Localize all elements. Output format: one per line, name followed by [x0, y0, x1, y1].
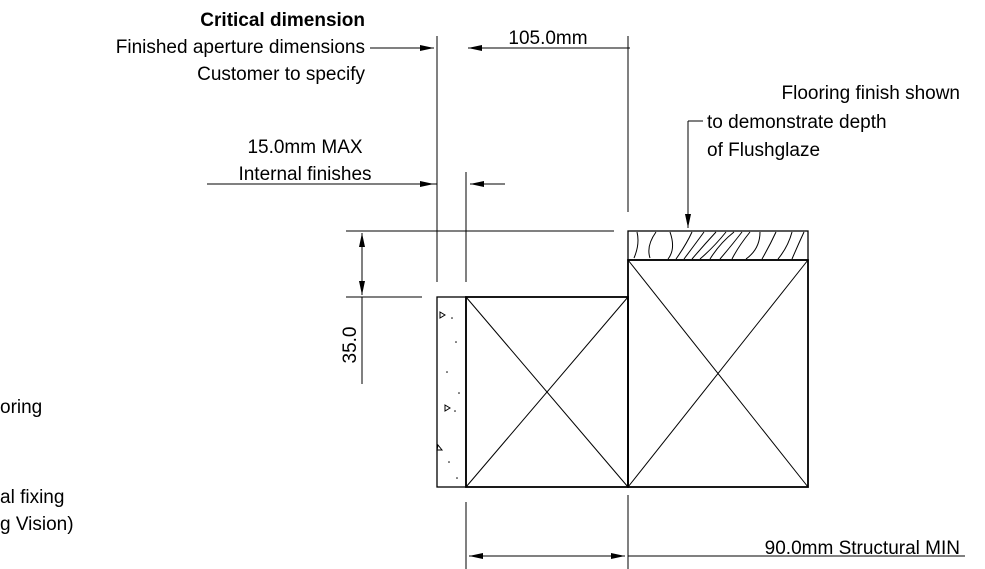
- left-cut-text-3: g Vision): [0, 514, 74, 535]
- internal-finish-strip: [436, 296, 467, 488]
- aperture-dimension: [370, 36, 630, 282]
- internal-finishes-label: Internal finishes: [238, 164, 371, 185]
- left-cut-text-1: oring: [0, 397, 42, 418]
- left-cut-text-2: al fixing: [0, 487, 64, 508]
- flooring-note-line2: to demonstrate depth: [707, 112, 887, 133]
- flooring-note-line1: Flooring finish shown: [782, 83, 960, 104]
- aperture-dimension-label: 105.0mm: [508, 28, 587, 49]
- depth-dimension-label: 35.0: [340, 327, 361, 364]
- depth-dimension: [346, 230, 614, 384]
- structural-block-left: [465, 296, 629, 488]
- structural-block-right: [627, 259, 809, 488]
- flooring-leader: [685, 120, 703, 228]
- critical-dimension-line1: Finished aperture dimensions: [116, 37, 365, 58]
- internal-finish-dimension: [207, 172, 505, 282]
- flooring-finish: [627, 230, 809, 261]
- flooring-note-line3: of Flushglaze: [707, 140, 820, 161]
- internal-finish-max-label: 15.0mm MAX: [247, 137, 362, 158]
- critical-dimension-line2: Customer to specify: [197, 64, 365, 85]
- critical-dimension-title: Critical dimension: [200, 10, 365, 31]
- structural-dimension: [465, 495, 965, 569]
- structural-dimension-label: 90.0mm Structural MIN: [765, 538, 960, 559]
